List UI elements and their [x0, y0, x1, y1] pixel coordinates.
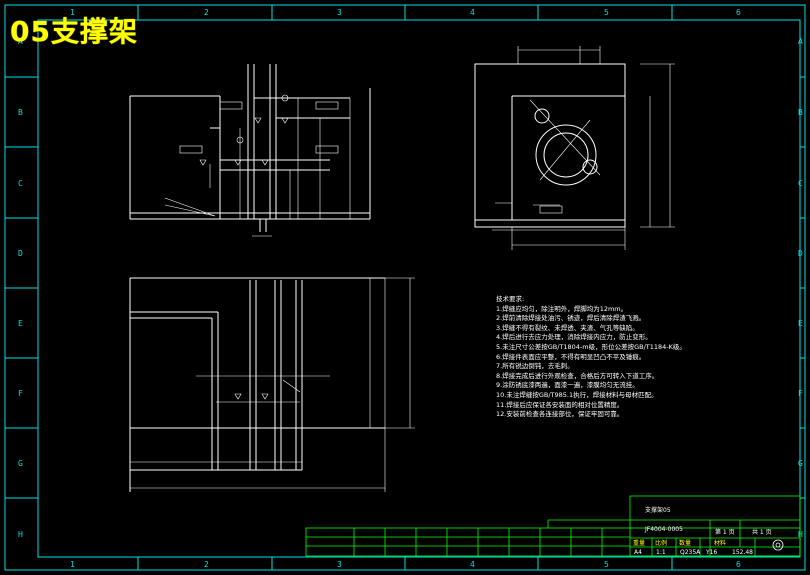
- row-label: E: [798, 319, 803, 328]
- sheet-number: 第 1 页: [715, 528, 735, 536]
- row-label: C: [798, 179, 803, 188]
- zone-ticks: [5, 5, 805, 570]
- note-line: 7.所有锐边倒钝，去毛刺。: [496, 362, 574, 371]
- note-line: 6.焊接件表面应平整，不得有明显凹凸不平及锤痕。: [496, 352, 646, 361]
- top-view: [129, 277, 415, 492]
- row-label: B: [798, 108, 803, 117]
- title-block-text: 支撑架05 JF4004-0005 第 1 页 共 1 页 重量 比例 数量 材…: [633, 506, 772, 556]
- zone-labels-bottom: 1 2 3 4 5 6: [70, 560, 741, 569]
- row-label: F: [18, 389, 23, 398]
- note-line: 11.焊接后应保证各安装面的相对位置精度。: [496, 400, 624, 409]
- row-label: C: [18, 179, 23, 188]
- standard-value: Y16: [705, 549, 717, 556]
- mass-value: 152.48: [732, 549, 753, 556]
- inner-frame: [37, 19, 801, 558]
- note-line: 5.未注尺寸公差按GB/T1804-m级，形位公差按GB/T1184-K级。: [496, 342, 686, 351]
- paper-size: A4: [634, 549, 642, 556]
- row-label: A: [18, 37, 23, 46]
- part-name: 支撑架05: [645, 506, 671, 514]
- row-label: G: [798, 459, 803, 468]
- note-line: 1.焊缝应均匀，除注明外，焊脚均为12mm。: [496, 304, 628, 313]
- col-label: 4: [470, 8, 475, 17]
- material-label: 材料: [714, 539, 726, 547]
- col-label: 1: [70, 8, 75, 17]
- sheet-total: 共 1 页: [752, 528, 772, 536]
- scale-value: 1:1: [656, 549, 666, 556]
- zone-labels-top: 1 2 3 4 5 6: [70, 8, 741, 17]
- col-label: 6: [736, 560, 741, 569]
- col-label: 4: [470, 560, 475, 569]
- row-label: G: [18, 459, 23, 468]
- row-label: A: [798, 37, 803, 46]
- front-view: [129, 64, 371, 237]
- quantity-label: 数量: [679, 539, 691, 547]
- row-label: H: [18, 530, 23, 539]
- row-label: E: [18, 319, 23, 328]
- notes-heading: 技术要求:: [496, 295, 525, 303]
- note-line: 8.焊接完成后进行外观检查，合格后方可转入下道工序。: [496, 371, 659, 380]
- col-label: 3: [337, 560, 342, 569]
- col-label: 2: [204, 8, 209, 17]
- col-label: 5: [604, 8, 609, 17]
- scale-label: 比例: [655, 539, 667, 547]
- weight-label: 重量: [633, 539, 645, 547]
- col-label: 6: [736, 8, 741, 17]
- zone-labels-right: A B C D E F G H: [798, 37, 803, 539]
- row-label: D: [18, 249, 23, 258]
- note-line: 12.安装前检查各连接部位，保证牢固可靠。: [496, 410, 624, 419]
- col-label: 1: [70, 560, 75, 569]
- row-label: D: [798, 249, 803, 258]
- material-value: Q235A: [680, 549, 701, 556]
- row-label: H: [798, 530, 803, 539]
- drawing-title: 05支撑架: [10, 15, 138, 48]
- col-label: 5: [604, 560, 609, 569]
- drawing-number: JF4004-0005: [644, 526, 683, 533]
- col-label: 2: [204, 560, 209, 569]
- technical-requirements: 技术要求: 1.焊缝应均匀，除注明外，焊脚均为12mm。 2.焊前清除焊接处油污…: [496, 295, 796, 420]
- title-block-grid: [305, 495, 801, 557]
- note-line: 3.焊缝不得有裂纹、未焊透、夹渣、气孔等缺陷。: [496, 323, 639, 332]
- side-view: [474, 46, 675, 250]
- note-line: 2.焊前清除焊接处油污、锈迹，焊后清除焊渣飞溅。: [496, 314, 646, 323]
- row-label: B: [18, 108, 23, 117]
- note-line: 4.焊后进行去应力处理，消除焊接内应力，防止变形。: [496, 333, 652, 342]
- col-label: 3: [337, 8, 342, 17]
- row-label: F: [798, 389, 803, 398]
- zone-labels-left: A B C D E F G H: [18, 37, 23, 539]
- note-line: 10.未注焊缝按GB/T985.1执行，焊接材料与母材匹配。: [496, 390, 658, 399]
- outer-frame: [4, 4, 806, 571]
- note-line: 9.涂防锈底漆两遍，面漆一遍，漆膜均匀无流挂。: [496, 381, 639, 390]
